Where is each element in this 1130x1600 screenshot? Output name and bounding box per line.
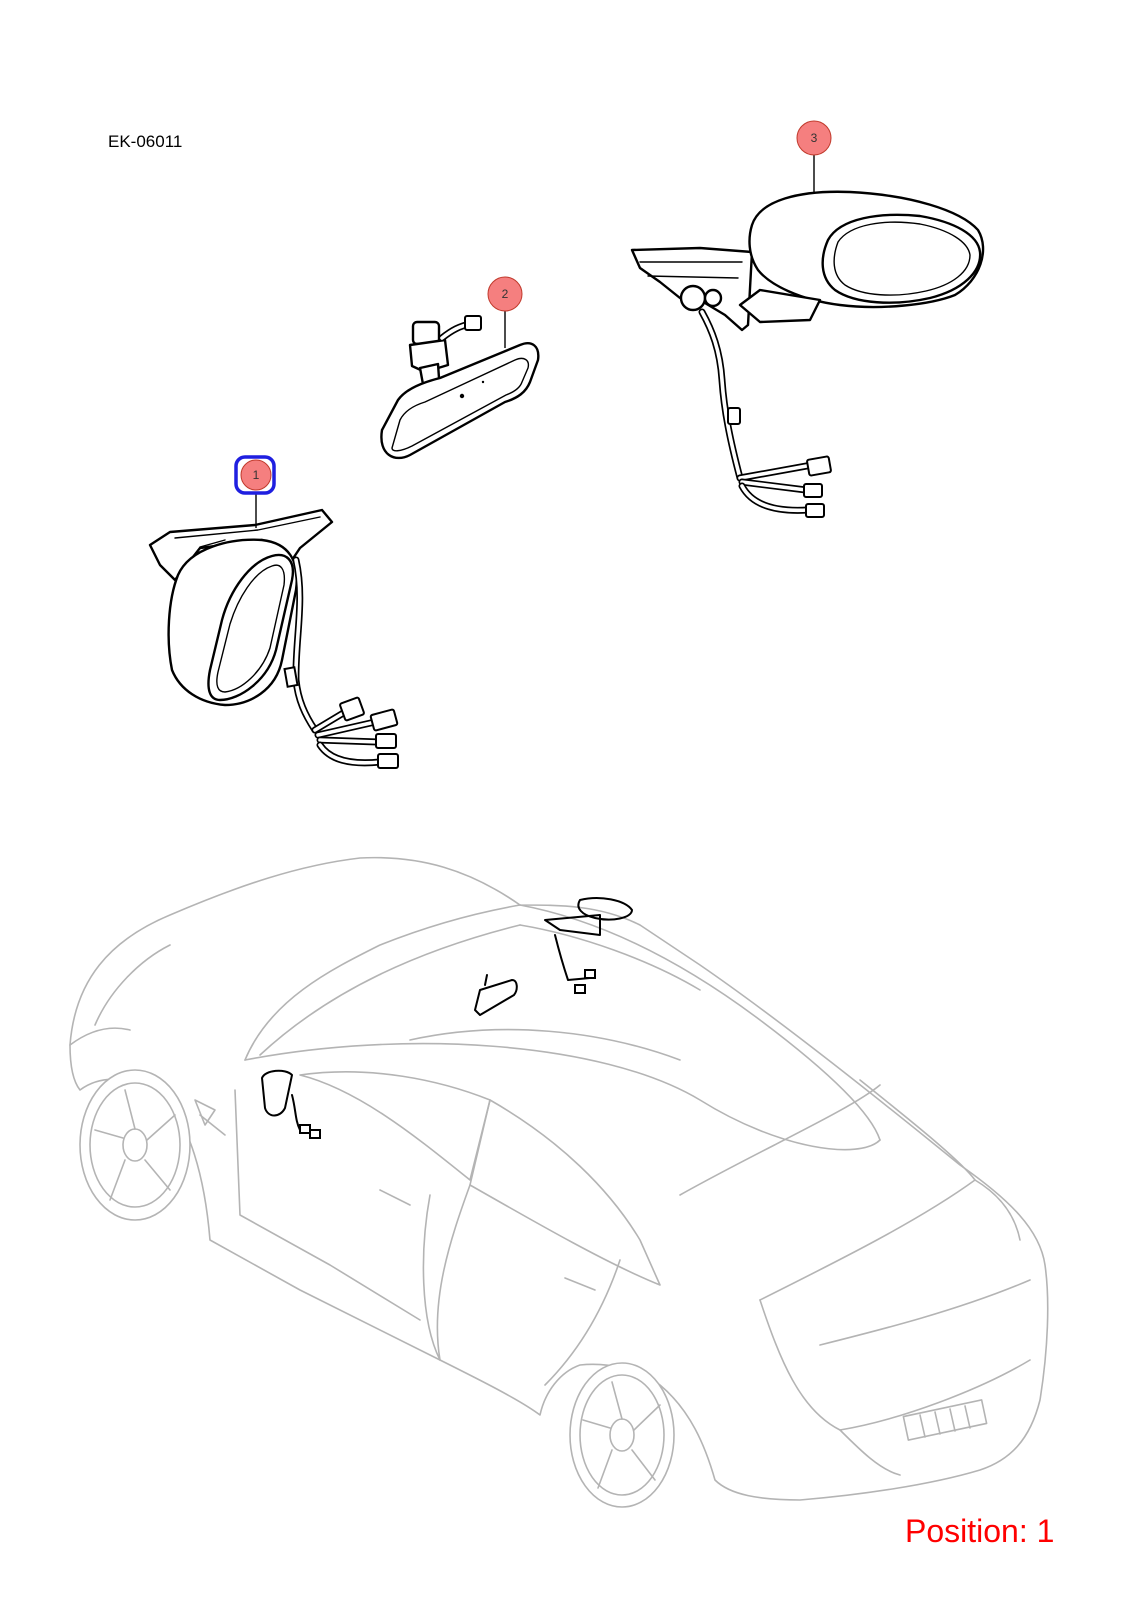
vehicle-left-mirror-highlight xyxy=(261,1069,321,1139)
callout-1-marker xyxy=(240,459,272,491)
callout-2-number: 2 xyxy=(502,287,509,301)
callout-2-marker xyxy=(487,276,523,312)
rear-wheel xyxy=(569,1362,675,1508)
position-label: Position: 1 xyxy=(905,1513,1055,1549)
callout-3-marker xyxy=(796,120,832,156)
vehicle-right-mirror-highlight xyxy=(544,897,633,994)
part-3-right-exterior-mirror[interactable] xyxy=(630,190,985,518)
vehicle-interior-mirror-highlight xyxy=(474,974,518,1016)
part-2-interior-mirror[interactable] xyxy=(380,315,540,460)
front-wheel xyxy=(79,1069,191,1221)
vehicle-overview xyxy=(69,856,1049,1508)
part-1-left-exterior-mirror[interactable] xyxy=(148,508,399,769)
callout-3-number: 3 xyxy=(811,131,818,145)
callout-1-selection-outline xyxy=(234,455,276,495)
callout-1[interactable]: 1 xyxy=(234,455,276,528)
callout-1-number: 1 xyxy=(253,468,260,482)
callout-2[interactable]: 2 xyxy=(487,276,523,348)
drawing-code: EK-06011 xyxy=(108,132,183,151)
callout-3[interactable]: 3 xyxy=(796,120,832,192)
